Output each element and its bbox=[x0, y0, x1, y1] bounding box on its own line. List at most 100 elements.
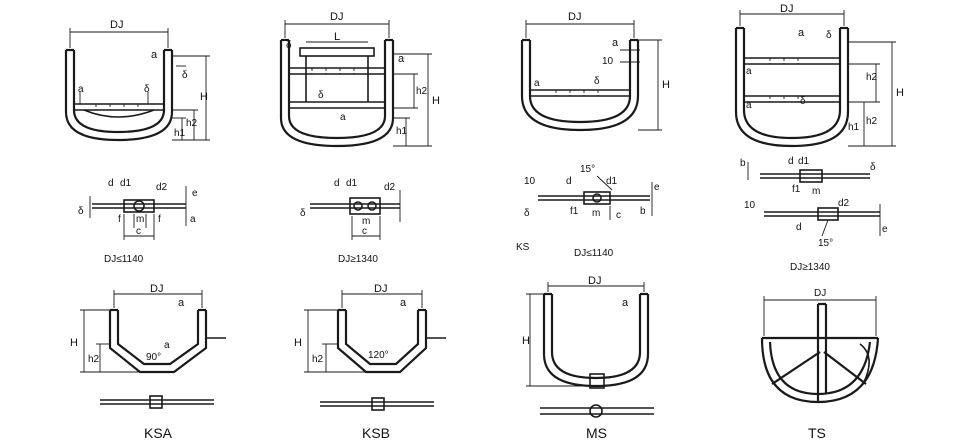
ksa-d-label: d bbox=[108, 178, 114, 189]
ks-large-front-view bbox=[734, 10, 896, 148]
ks-large-h-label: H bbox=[896, 87, 904, 99]
ms-dj-label: DJ bbox=[588, 275, 601, 287]
ts-side-view bbox=[760, 296, 880, 404]
ks-large-h1-label: h1 bbox=[848, 122, 860, 133]
ks-large-b-label: b bbox=[740, 158, 746, 169]
ksa-c-label: c bbox=[136, 226, 141, 237]
ks-dj-small-note: DJ≤1140 bbox=[574, 248, 614, 259]
ksb-c-label: c bbox=[362, 226, 367, 237]
ksa-delta-hub-label: δ bbox=[78, 206, 84, 217]
ms-a-label: a bbox=[622, 297, 629, 309]
ks-large-delta-low-label: δ bbox=[800, 96, 806, 107]
ks-large-h2-top-label: h2 bbox=[866, 72, 878, 83]
ksa-dj-label: DJ bbox=[110, 19, 123, 31]
ks-large-a-low-label: a bbox=[746, 100, 752, 111]
ts-caption: TS bbox=[808, 425, 826, 441]
ks-large-hub-detail bbox=[747, 162, 881, 237]
ks-large-delta-label: δ bbox=[826, 30, 832, 41]
ksa-f-right-label: f bbox=[158, 214, 161, 225]
ksb-h1-label: h1 bbox=[396, 126, 408, 137]
ksa-bottom-deg90-label: 90° bbox=[146, 352, 161, 363]
ksb-d1-label: d1 bbox=[346, 178, 358, 189]
ksa-dj-note: DJ≤1140 bbox=[104, 254, 144, 265]
ks-large-ten-label: 10 bbox=[744, 200, 756, 211]
ks-ten-hub-label: 10 bbox=[524, 176, 536, 187]
ks-front-view bbox=[520, 20, 662, 132]
ksb-front-view bbox=[279, 20, 432, 148]
ksb-l-label: L bbox=[334, 31, 340, 43]
ks-c-label: c bbox=[616, 210, 621, 221]
ks-b-label: b bbox=[640, 206, 646, 217]
ks-large-dj-label: DJ bbox=[780, 3, 793, 15]
ksa-caption: KSA bbox=[144, 425, 173, 441]
ks-large-e-label: e bbox=[882, 224, 888, 235]
ksa-d2-label: d2 bbox=[156, 182, 168, 193]
ksa-bottom-a-inner-label: a bbox=[164, 340, 170, 351]
ks-d-label: d bbox=[566, 176, 572, 187]
ksb-a-label: a bbox=[398, 53, 405, 65]
ksb-side-view bbox=[304, 290, 446, 411]
ksa-a-label: a bbox=[151, 49, 158, 61]
ksb-bottom-a-label: a bbox=[400, 297, 407, 309]
ks-e-label: e bbox=[654, 182, 660, 193]
ksb-m-label: m bbox=[362, 216, 370, 227]
ks-large-d2-label: d2 bbox=[838, 198, 850, 209]
ks-large-h2-bottom-label: h2 bbox=[866, 116, 878, 127]
ksa-a-left-label: a bbox=[78, 84, 84, 95]
ks-side-label: KS bbox=[516, 242, 530, 253]
ks-delta-hub-label: δ bbox=[524, 208, 530, 219]
ms-side-view bbox=[526, 282, 654, 418]
ts-dj-label: DJ bbox=[814, 288, 826, 299]
ks-a-label: a bbox=[612, 37, 619, 49]
ks-d1-label: d1 bbox=[606, 176, 618, 187]
ksb-delta-hub-label: δ bbox=[300, 208, 306, 219]
ks-delta-label: δ bbox=[594, 76, 600, 87]
ksb-caption: KSB bbox=[362, 425, 390, 441]
ksa-bottom-dj-label: DJ bbox=[150, 283, 163, 295]
ksb-dj-note: DJ≥1340 bbox=[338, 254, 378, 265]
ks-large-f1-label: f1 bbox=[792, 184, 801, 195]
ksb-d2-label: d2 bbox=[384, 182, 396, 193]
ks-ten-label: 10 bbox=[602, 56, 614, 67]
ks-a-left-label: a bbox=[534, 78, 540, 89]
ks-m-label: m bbox=[592, 208, 600, 219]
ksb-d-label: d bbox=[334, 178, 340, 189]
ks-hub-detail bbox=[538, 175, 653, 220]
ks-large-d-low-label: d bbox=[796, 222, 802, 233]
ksa-f-left-label: f bbox=[118, 214, 121, 225]
ks-large-a-label: a bbox=[798, 27, 805, 39]
ksa-m-label: m bbox=[136, 214, 144, 225]
ksa-delta-label: δ bbox=[182, 70, 188, 81]
ks-large-d-label: d bbox=[788, 156, 794, 167]
ksa-hub-detail bbox=[89, 186, 187, 240]
ks-f1-label: f1 bbox=[570, 206, 579, 217]
ksb-bottom-h2-label: h2 bbox=[312, 354, 324, 365]
ksb-h-label: H bbox=[432, 95, 440, 107]
ksa-a-hub-label: a bbox=[190, 214, 196, 225]
ksa-delta-inner-label: δ bbox=[144, 84, 150, 95]
ksa-front-view bbox=[64, 28, 210, 142]
ksa-bottom-h2-label: h2 bbox=[88, 354, 100, 365]
ks-dj-label: DJ bbox=[568, 11, 581, 23]
ksa-e-label: e bbox=[192, 188, 198, 199]
ks-large-dj-note: DJ≥1340 bbox=[790, 262, 830, 273]
ksa-h1-label: h1 bbox=[174, 128, 186, 139]
ms-h-label: H bbox=[522, 335, 530, 347]
ksa-bottom-a-label: a bbox=[178, 297, 185, 309]
ksb-bottom-deg120-label: 120° bbox=[368, 350, 389, 361]
ksb-dj-label: DJ bbox=[330, 11, 343, 23]
ks-large-delta-hub-label: δ bbox=[870, 162, 876, 173]
ks-deg15-label: 15° bbox=[580, 164, 595, 175]
ksb-bottom-h-label: H bbox=[294, 337, 302, 349]
ksb-h2-label: h2 bbox=[416, 86, 428, 97]
ksa-side-view bbox=[80, 290, 226, 409]
ks-large-deg15-label: 15° bbox=[818, 238, 833, 249]
ks-large-a-mid-label: a bbox=[746, 66, 752, 77]
ksb-delta-mid-label: δ bbox=[318, 90, 324, 101]
ksb-bottom-dj-label: DJ bbox=[374, 283, 387, 295]
ks-large-d1-label: d1 bbox=[798, 156, 810, 167]
ksb-hub-detail bbox=[310, 190, 401, 240]
ksa-bottom-h-label: H bbox=[70, 337, 78, 349]
ks-large-m-label: m bbox=[812, 186, 820, 197]
